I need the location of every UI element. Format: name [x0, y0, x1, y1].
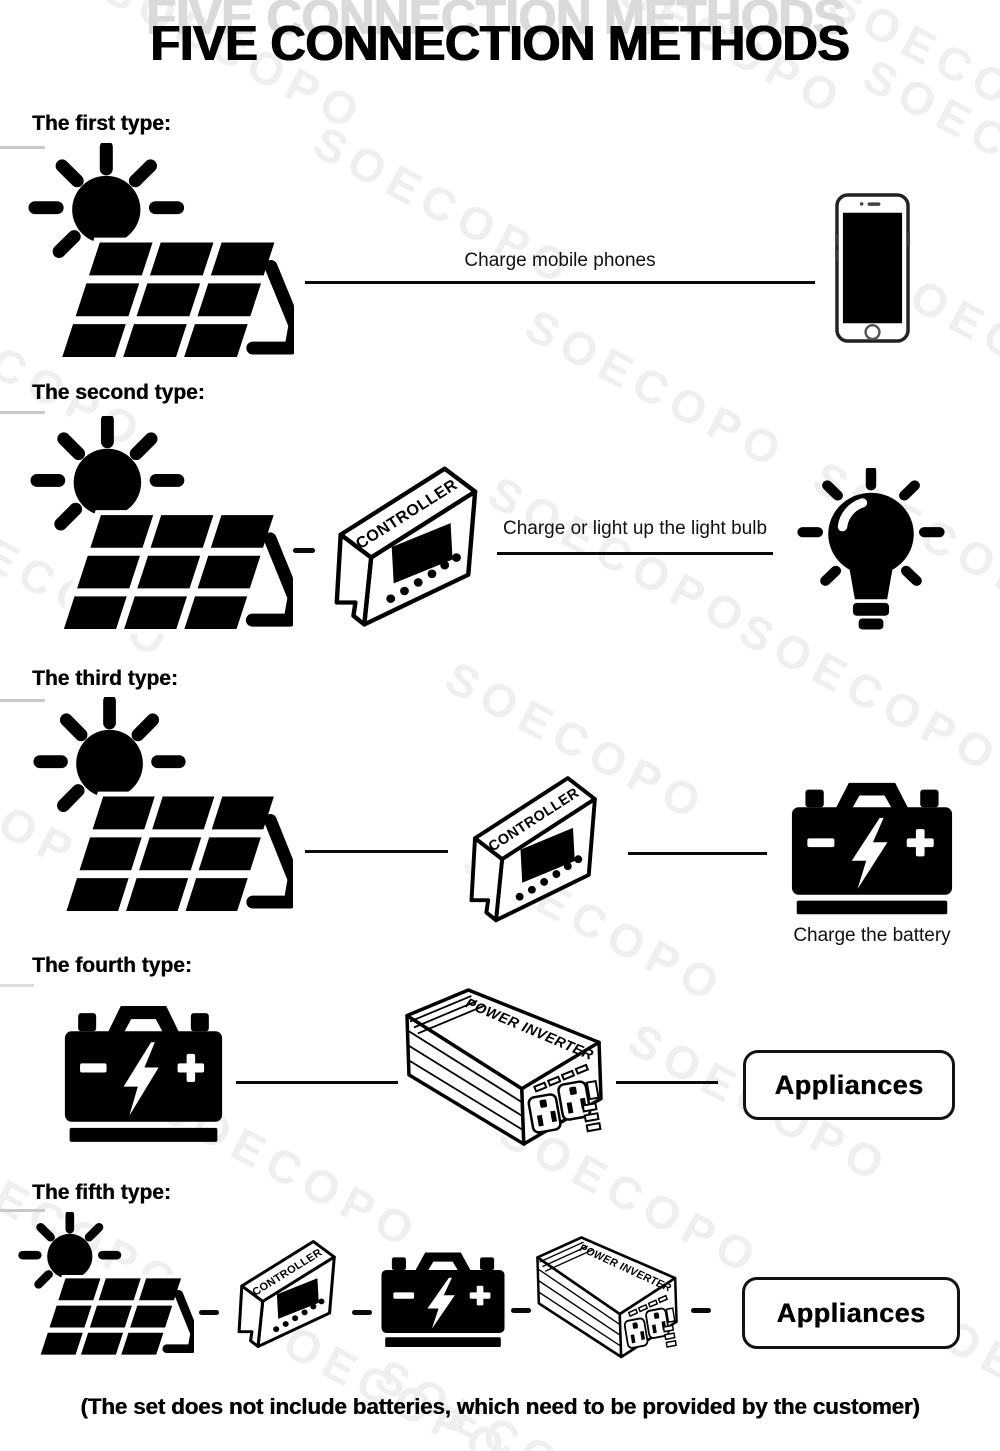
battery-icon: [790, 778, 954, 924]
caption-charge-phones: Charge mobile phones: [464, 250, 656, 271]
controller-icon: [231, 1237, 339, 1353]
watermark: SOECOPO: [480, 465, 760, 648]
tick-line: [0, 411, 45, 414]
connector-dash: [199, 1310, 219, 1315]
connector-dash: [293, 548, 315, 553]
solar-panel-icon: [18, 1212, 194, 1358]
footnote: (The set does not include batteries, whi…: [80, 1394, 920, 1419]
tick-line: [0, 1209, 45, 1212]
appliances-box: Appliances: [742, 1277, 960, 1349]
appliances-label: Appliances: [774, 1069, 924, 1100]
solar-panel-icon: [28, 143, 294, 362]
connector-dash: [511, 1308, 531, 1313]
appliances-box: Appliances: [743, 1050, 955, 1120]
solar-panel-icon: [30, 416, 293, 634]
controller-icon: [461, 772, 601, 929]
tick-line: [0, 984, 34, 987]
tick-line: [0, 699, 45, 702]
solar-panel-icon: [33, 697, 293, 916]
connector-line: [305, 281, 815, 284]
connector-line: [236, 1081, 398, 1084]
caption-charge-battery: Charge the battery: [793, 925, 951, 946]
light-bulb-icon: [795, 468, 947, 635]
page-title-ghost: FIVE CONNECTION METHODS: [146, 0, 846, 45]
power-inverter-icon: [405, 988, 603, 1148]
page-title: FIVE CONNECTION METHODS: [150, 17, 850, 71]
power-inverter-icon: [536, 1236, 678, 1360]
connector-dash: [352, 1310, 372, 1315]
section-label-fifth: The fifth type:: [32, 1181, 171, 1204]
battery-icon: [63, 1001, 224, 1152]
watermark: SOECOPO: [517, 298, 797, 481]
section-label-fourth: The fourth type:: [32, 954, 192, 977]
caption-charge-bulb: Charge or light up the light bulb: [502, 518, 768, 539]
connector-line: [616, 1081, 718, 1084]
controller-icon: [325, 462, 482, 634]
section-label-second: The second type:: [32, 381, 205, 404]
connector-dash: [691, 1308, 711, 1313]
appliances-label: Appliances: [776, 1297, 926, 1328]
section-label-first: The first type:: [32, 112, 171, 135]
connector-line: [305, 850, 448, 853]
battery-icon: [380, 1249, 506, 1354]
phone-icon: [835, 193, 910, 343]
connector-line: [497, 552, 773, 555]
section-label-third: The third type:: [32, 667, 178, 690]
connector-line: [628, 852, 767, 855]
tick-line: [0, 146, 45, 149]
